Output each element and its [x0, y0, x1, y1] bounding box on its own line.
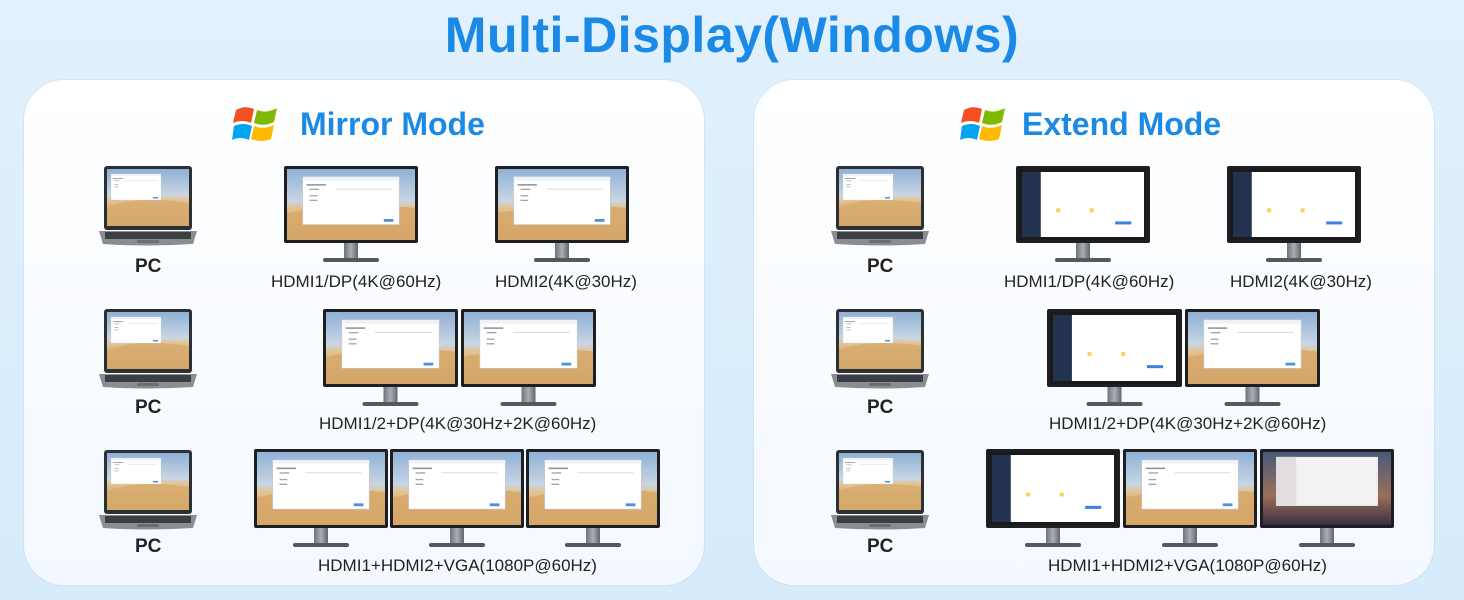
monitor-extend-2a — [1047, 309, 1182, 407]
mirror-row2-pc-label: PC — [135, 397, 162, 418]
extend-row3-caption: HDMI1+HDMI2+VGA(1080P@60Hz) — [1048, 556, 1327, 575]
mirror-row2-caption: HDMI1/2+DP(4K@30Hz+2K@60Hz) — [319, 414, 597, 433]
extend-mode-header: Extend Mode — [754, 100, 1434, 150]
windows-logo-icon — [232, 102, 280, 148]
laptop-pc-mirror-3 — [99, 449, 197, 531]
mirror-row1-pc-label: PC — [135, 256, 162, 277]
mirror-mode-header: Mirror Mode — [24, 100, 704, 150]
monitor-extend-3c — [1260, 449, 1394, 548]
monitor-mirror-3c — [526, 449, 660, 548]
monitor-extend-1b — [1227, 166, 1361, 263]
monitor-mirror-2a — [323, 309, 458, 407]
extend-row1-pc-label: PC — [867, 256, 894, 277]
monitor-extend-2b — [1185, 309, 1320, 407]
monitor-mirror-3b — [390, 449, 524, 548]
windows-logo-icon — [960, 102, 1008, 148]
monitor-extend-3b — [1123, 449, 1257, 548]
monitor-mirror-2b — [461, 309, 596, 407]
extend-row3-pc-label: PC — [867, 536, 894, 557]
monitor-extend-1a — [1016, 166, 1150, 263]
extend-mode-title: Extend Mode — [1022, 106, 1222, 142]
mirror-row3-pc-label: PC — [135, 536, 162, 557]
laptop-pc-extend-2 — [831, 308, 929, 390]
monitor-mirror-3a — [254, 449, 388, 548]
monitor-extend-3a — [986, 449, 1120, 548]
laptop-pc-mirror-2 — [99, 308, 197, 390]
extend-row2-caption: HDMI1/2+DP(4K@30Hz+2K@60Hz) — [1049, 414, 1327, 433]
extend-row1-caption-1: HDMI1/DP(4K@60Hz) — [1004, 272, 1175, 291]
mirror-row3-caption: HDMI1+HDMI2+VGA(1080P@60Hz) — [318, 556, 597, 575]
page-title: Multi-Display(Windows) — [444, 7, 1020, 63]
mirror-mode-title: Mirror Mode — [300, 106, 485, 142]
extend-row2-pc-label: PC — [867, 397, 894, 418]
extend-row1-caption-2: HDMI2(4K@30Hz) — [1230, 272, 1372, 291]
monitor-mirror-1a — [284, 166, 418, 263]
laptop-pc-extend-1 — [831, 165, 929, 247]
monitor-mirror-1b — [495, 166, 629, 263]
mirror-row1-caption-2: HDMI2(4K@30Hz) — [495, 272, 637, 291]
laptop-pc-extend-3 — [831, 449, 929, 531]
laptop-pc-mirror-1 — [99, 165, 197, 247]
mirror-row1-caption-1: HDMI1/DP(4K@60Hz) — [271, 272, 442, 291]
